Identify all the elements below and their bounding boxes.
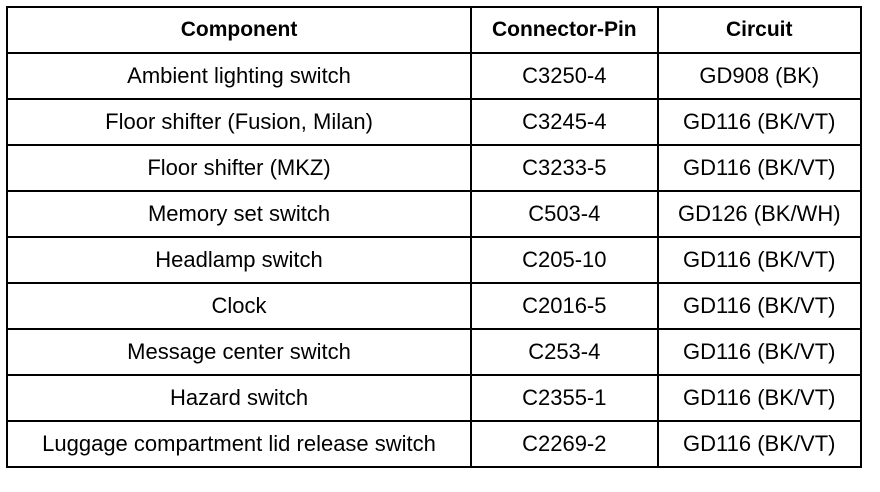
table-row: Headlamp switch C205-10 GD116 (BK/VT)	[5, 236, 863, 284]
circuit-cell: GD116 (BK/VT)	[656, 98, 863, 146]
component-cell: Message center switch	[5, 328, 473, 376]
component-cell: Luggage compartment lid release switch	[5, 420, 473, 468]
component-cell: Headlamp switch	[5, 236, 473, 284]
circuit-cell: GD116 (BK/VT)	[656, 236, 863, 284]
circuit-cell: GD908 (BK)	[656, 52, 863, 100]
component-cell: Floor shifter (Fusion, Milan)	[5, 98, 473, 146]
table-row: Memory set switch C503-4 GD126 (BK/WH)	[5, 190, 863, 238]
connector-pin-cell: C2355-1	[470, 374, 659, 422]
circuit-cell: GD126 (BK/WH)	[656, 190, 863, 238]
circuit-cell: GD116 (BK/VT)	[656, 144, 863, 192]
column-header-connector-pin: Connector-Pin	[470, 6, 659, 54]
component-cell: Ambient lighting switch	[5, 52, 473, 100]
circuit-cell: GD116 (BK/VT)	[656, 420, 863, 468]
circuit-cell: GD116 (BK/VT)	[656, 328, 863, 376]
circuit-cell: GD116 (BK/VT)	[656, 374, 863, 422]
component-cell: Clock	[5, 282, 473, 330]
connector-pin-cell: C3250-4	[470, 52, 659, 100]
table-header-row: Component Connector-Pin Circuit	[5, 6, 863, 54]
connector-pin-cell: C253-4	[470, 328, 659, 376]
table-row: Message center switch C253-4 GD116 (BK/V…	[5, 328, 863, 376]
table-row: Ambient lighting switch C3250-4 GD908 (B…	[5, 52, 863, 100]
connector-pin-cell: C503-4	[470, 190, 659, 238]
component-cell: Memory set switch	[5, 190, 473, 238]
connector-pin-cell: C2269-2	[470, 420, 659, 468]
table-row: Hazard switch C2355-1 GD116 (BK/VT)	[5, 374, 863, 422]
ground-connection-table: Component Connector-Pin Circuit Ambient …	[5, 6, 863, 468]
connector-pin-cell: C3245-4	[470, 98, 659, 146]
connector-pin-cell: C205-10	[470, 236, 659, 284]
component-cell: Floor shifter (MKZ)	[5, 144, 473, 192]
connector-pin-cell: C3233-5	[470, 144, 659, 192]
table-row: Floor shifter (MKZ) C3233-5 GD116 (BK/VT…	[5, 144, 863, 192]
column-header-circuit: Circuit	[656, 6, 863, 54]
component-cell: Hazard switch	[5, 374, 473, 422]
table-row: Clock C2016-5 GD116 (BK/VT)	[5, 282, 863, 330]
table-row: Floor shifter (Fusion, Milan) C3245-4 GD…	[5, 98, 863, 146]
column-header-component: Component	[5, 6, 473, 54]
table-row: Luggage compartment lid release switch C…	[5, 420, 863, 468]
circuit-cell: GD116 (BK/VT)	[656, 282, 863, 330]
connector-pin-cell: C2016-5	[470, 282, 659, 330]
